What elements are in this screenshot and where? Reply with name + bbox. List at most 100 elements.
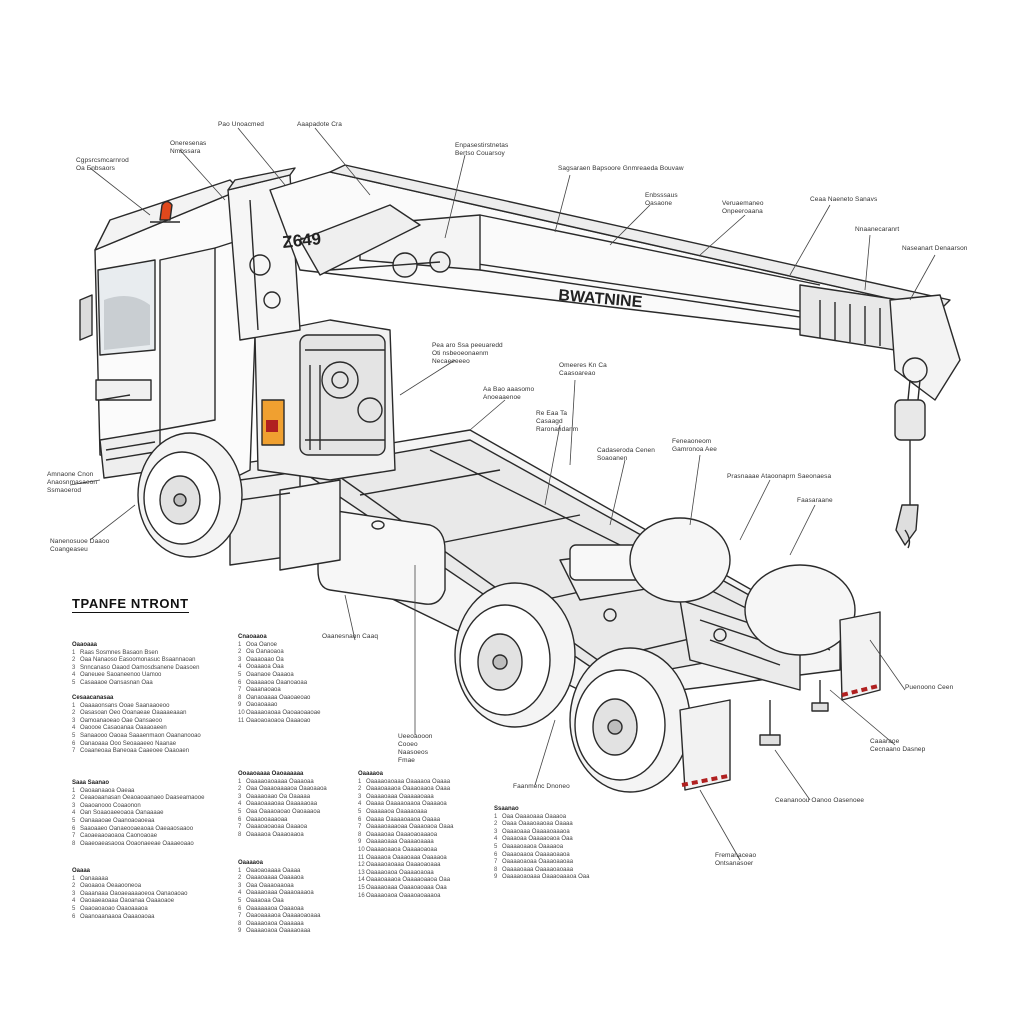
callout-label: Nnaanecaranrt bbox=[855, 226, 900, 233]
callout-label: Omeeres Kn Ca Caasoareao bbox=[559, 362, 607, 377]
callout-label: Ueeoaooon Cooeo Naasoeos Fmae bbox=[398, 733, 433, 764]
callout-label: Nanenosuoe Daaoo Coangeaseu bbox=[50, 538, 110, 553]
callout-label: Re Eaa Ta Casaagd Raronandanm bbox=[536, 410, 579, 433]
rear-wheel-3 bbox=[629, 517, 731, 603]
callout-label: Aaapadote Cra bbox=[297, 121, 343, 128]
legend-section-heading: Ssaanao bbox=[494, 806, 519, 812]
legend-row: 13Oaaaaoaoa Oaaaaoaoaa bbox=[358, 869, 434, 876]
battery-box bbox=[229, 454, 341, 571]
callout-label: Cadaseroda Cenen Soaoanen bbox=[597, 447, 655, 462]
callout-label: Naseanart Denaarson bbox=[902, 245, 968, 252]
callout-label: Enbsssaus Oasaone bbox=[645, 192, 678, 207]
rear-wheel-4 bbox=[744, 564, 856, 656]
legend-section-heading: Cnaoaaoa bbox=[238, 634, 267, 640]
crane-boom bbox=[269, 164, 951, 351]
rear-wheel-1 bbox=[454, 582, 576, 728]
legend-section-heading: Oaaaaoa bbox=[238, 860, 264, 866]
callout-label: Pao Unoacmed bbox=[218, 121, 265, 128]
callout-label: Fremanaceao Ontsanasoer bbox=[715, 852, 757, 867]
legend-row: 10Oaaaaoaaoa Oaaaaoaoaa bbox=[358, 846, 438, 853]
legend-row: 12Oaaaaoaoaaa Oaaaoaoaaa bbox=[358, 862, 441, 869]
outriggers bbox=[759, 680, 829, 746]
hook-block bbox=[889, 294, 961, 549]
rear-wheel-2 bbox=[569, 647, 691, 793]
callout-label: Veruaemaneo Onpeeroaana bbox=[722, 200, 764, 215]
legend-row: 10Oaaaaoaoaa Oaoaaoaaoae bbox=[238, 709, 321, 716]
callout-label: Puenoono Ceen bbox=[905, 684, 954, 691]
engine-block bbox=[254, 319, 396, 481]
legend-section-heading: Oaaaaoa bbox=[358, 771, 384, 777]
legend-row: 16Oaaaaoaoa Oaaaoaoaaaoa bbox=[358, 892, 441, 899]
callout-label: Prasnaaae Ataoonaprn Saeonaesa bbox=[727, 473, 832, 480]
callout-label: Pea aro Ssa peeuaredd Oti nsbeoeonaenm N… bbox=[432, 342, 503, 365]
callout-label: Faasaraane bbox=[797, 497, 833, 504]
legend-section-heading: Oaaoaaa bbox=[72, 642, 98, 648]
